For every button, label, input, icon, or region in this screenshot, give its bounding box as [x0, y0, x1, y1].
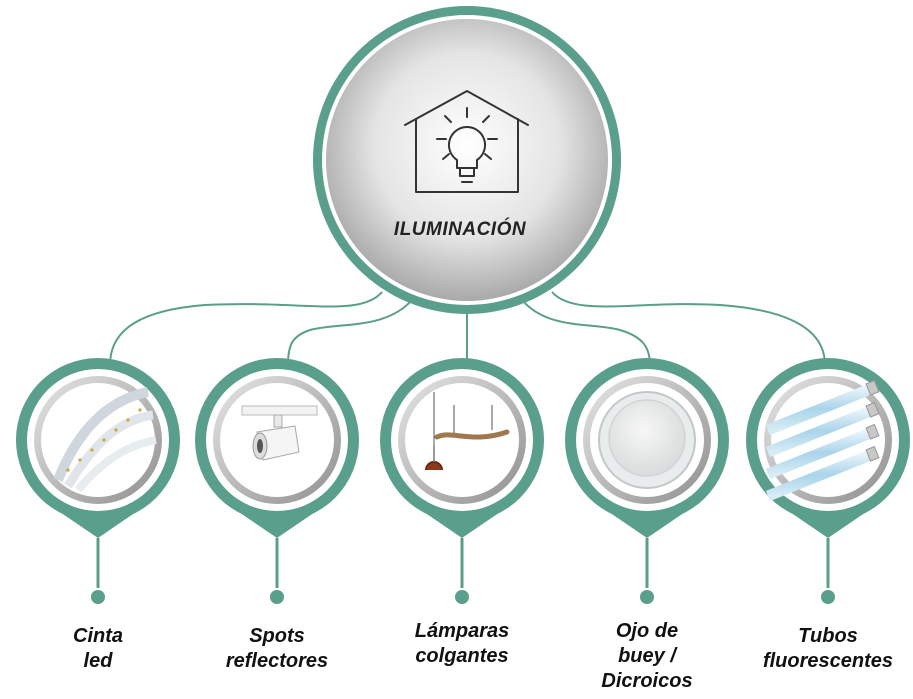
category-node-3: [380, 358, 544, 604]
track-spot-image: [241, 405, 318, 461]
led-strip-image: [53, 387, 157, 493]
category-label-line: led: [83, 650, 113, 672]
connector-1: [109, 291, 383, 366]
stem-dot: [455, 590, 469, 604]
category-label-3: Lámparas colgantes: [377, 619, 547, 669]
category-node-5: [746, 358, 910, 604]
main-disc: [326, 19, 608, 301]
connectors: [109, 291, 826, 366]
stem-dot: [270, 590, 284, 604]
category-label-5: Tubos fluorescentes: [743, 624, 913, 674]
category-label-line: Ojo de: [615, 620, 679, 642]
connector-4: [521, 299, 651, 366]
pendant-lamp-image: [425, 392, 510, 471]
category-label-line: Tubos: [798, 625, 858, 647]
pin-tip: [603, 508, 691, 538]
pin-tip: [54, 508, 142, 538]
stem-dot: [821, 590, 835, 604]
house-lightbulb-icon: [404, 90, 529, 193]
category-label-line: Lámparas: [414, 620, 510, 642]
round-downlight-image: [598, 391, 696, 489]
pin-tip: [784, 508, 872, 538]
pin-tip: [418, 508, 506, 538]
main-title: ILUMINACIÓN: [393, 219, 527, 240]
stem-dot: [640, 590, 654, 604]
category-node-1: [16, 358, 180, 604]
fluorescent-tube-image: [765, 379, 880, 502]
category-node-2: [195, 358, 359, 604]
category-label-1: Cinta led: [13, 624, 183, 674]
connector-2: [287, 299, 413, 366]
category-node-4: [565, 358, 729, 604]
pin-tip: [233, 508, 321, 538]
category-label-line: reflectores: [225, 650, 329, 672]
pin-inner-disc: [405, 383, 519, 497]
stem-dot: [91, 590, 105, 604]
category-label-2: Spots reflectores: [192, 624, 362, 674]
main-node: [313, 6, 621, 314]
category-label-line: Spots: [249, 625, 305, 647]
category-label-line: Dicroicos: [601, 670, 693, 692]
category-label-line: buey /: [618, 645, 676, 667]
category-label-4: Ojo de buey / Dicroicos: [562, 619, 732, 694]
connector-5: [551, 291, 826, 366]
category-label-line: Cinta: [73, 625, 123, 647]
category-label-line: colgantes: [415, 645, 509, 667]
category-nodes: [16, 358, 910, 604]
category-label-line: fluorescentes: [762, 650, 894, 672]
